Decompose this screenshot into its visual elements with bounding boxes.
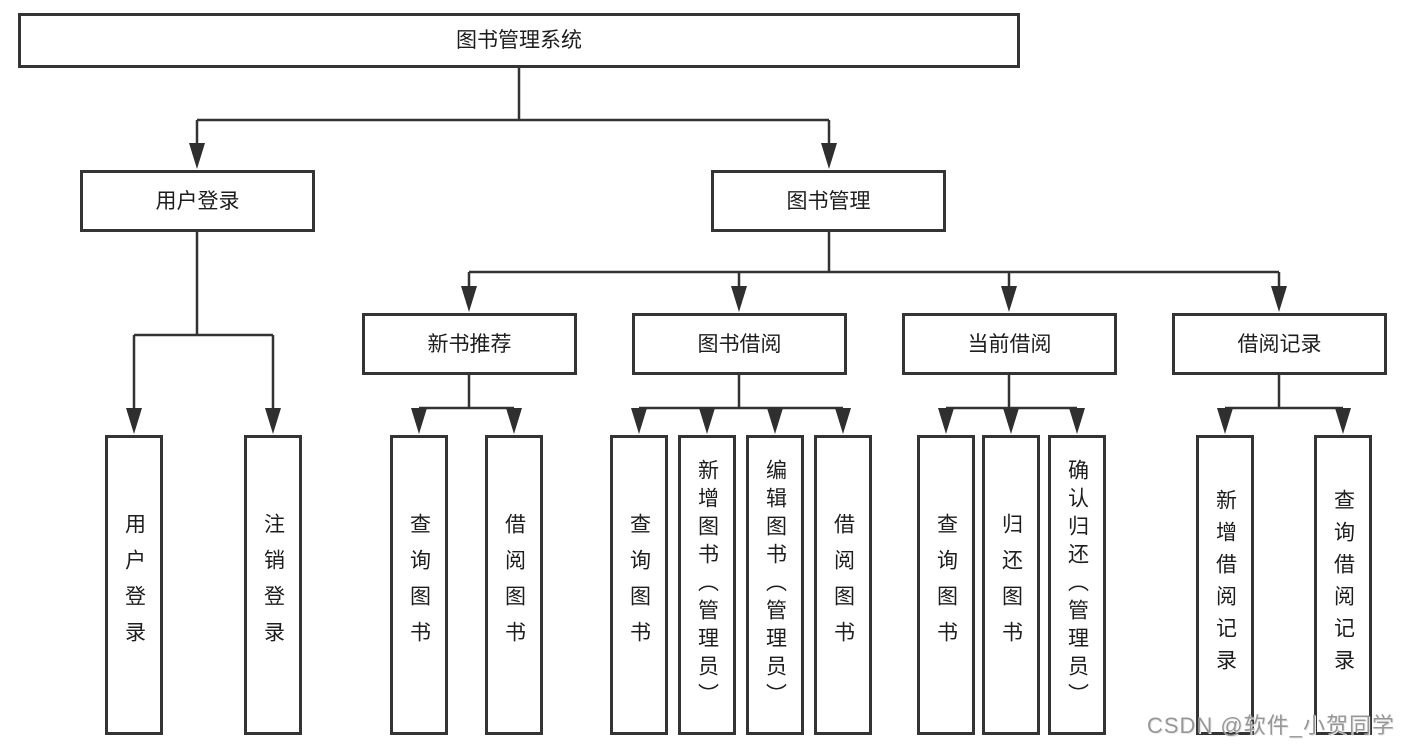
node-book-borrowing: 图书借阅 (632, 313, 847, 375)
node-system-root: 图书管理系统 (18, 13, 1020, 68)
leaf-query-books-current: 查询图书 (917, 435, 975, 735)
leaf-query-books-borrowing: 查询图书 (610, 435, 668, 735)
node-user-login: 用户登录 (80, 170, 315, 232)
leaf-query-books-recommend: 查询图书 (390, 435, 448, 735)
leaf-query-borrow-record: 查询借阅记录 (1314, 435, 1372, 735)
node-current-borrowing: 当前借阅 (902, 313, 1117, 375)
leaf-add-borrow-record: 新增借阅记录 (1196, 435, 1254, 735)
leaf-edit-books-admin: 编辑图书（管理员） (746, 435, 804, 735)
node-book-management: 图书管理 (711, 170, 946, 232)
node-borrow-records: 借阅记录 (1172, 313, 1387, 375)
leaf-confirm-return-admin: 确认归还（管理员） (1048, 435, 1106, 735)
csdn-watermark: CSDN @软件_小贺同学 (1146, 713, 1395, 738)
leaf-add-books-admin: 新增图书（管理员） (678, 435, 736, 735)
leaf-user-login: 用户登录 (105, 435, 163, 735)
leaf-borrow-books-recommend: 借阅图书 (485, 435, 543, 735)
leaf-borrow-books: 借阅图书 (814, 435, 872, 735)
leaf-logout: 注销登录 (244, 435, 302, 735)
leaf-return-books: 归还图书 (982, 435, 1040, 735)
node-new-book-recommend: 新书推荐 (362, 313, 577, 375)
arrow-down-icons (126, 143, 1351, 434)
